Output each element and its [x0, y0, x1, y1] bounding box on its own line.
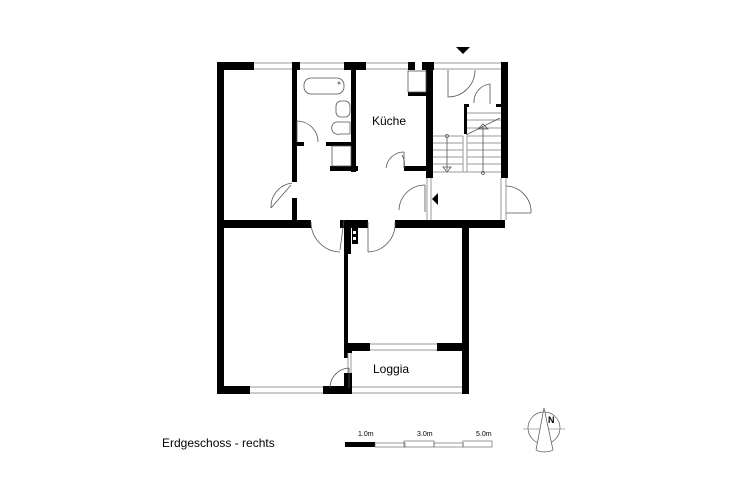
bathroom-fixtures: [303, 70, 427, 167]
stair-arrows: [442, 117, 501, 175]
north-arrow-icon: [523, 407, 565, 453]
scale-bar: [345, 440, 493, 448]
entry-arrow-icon: [432, 193, 438, 205]
plan-title: Erdgeschoss - rechts: [162, 436, 275, 450]
scale-label-5m: 5.0m: [476, 431, 492, 438]
entrance-arrow-icon: [456, 47, 470, 54]
north-label: N: [548, 415, 555, 425]
room-label-loggia: Loggia: [373, 362, 410, 376]
scale-label-1m: 1.0m: [358, 431, 374, 438]
doors: [270, 69, 532, 389]
walls: [217, 62, 508, 394]
windows: [250, 62, 507, 394]
scale-label-3m: 3.0m: [417, 431, 433, 438]
room-label-kitchen: Küche: [372, 114, 407, 128]
